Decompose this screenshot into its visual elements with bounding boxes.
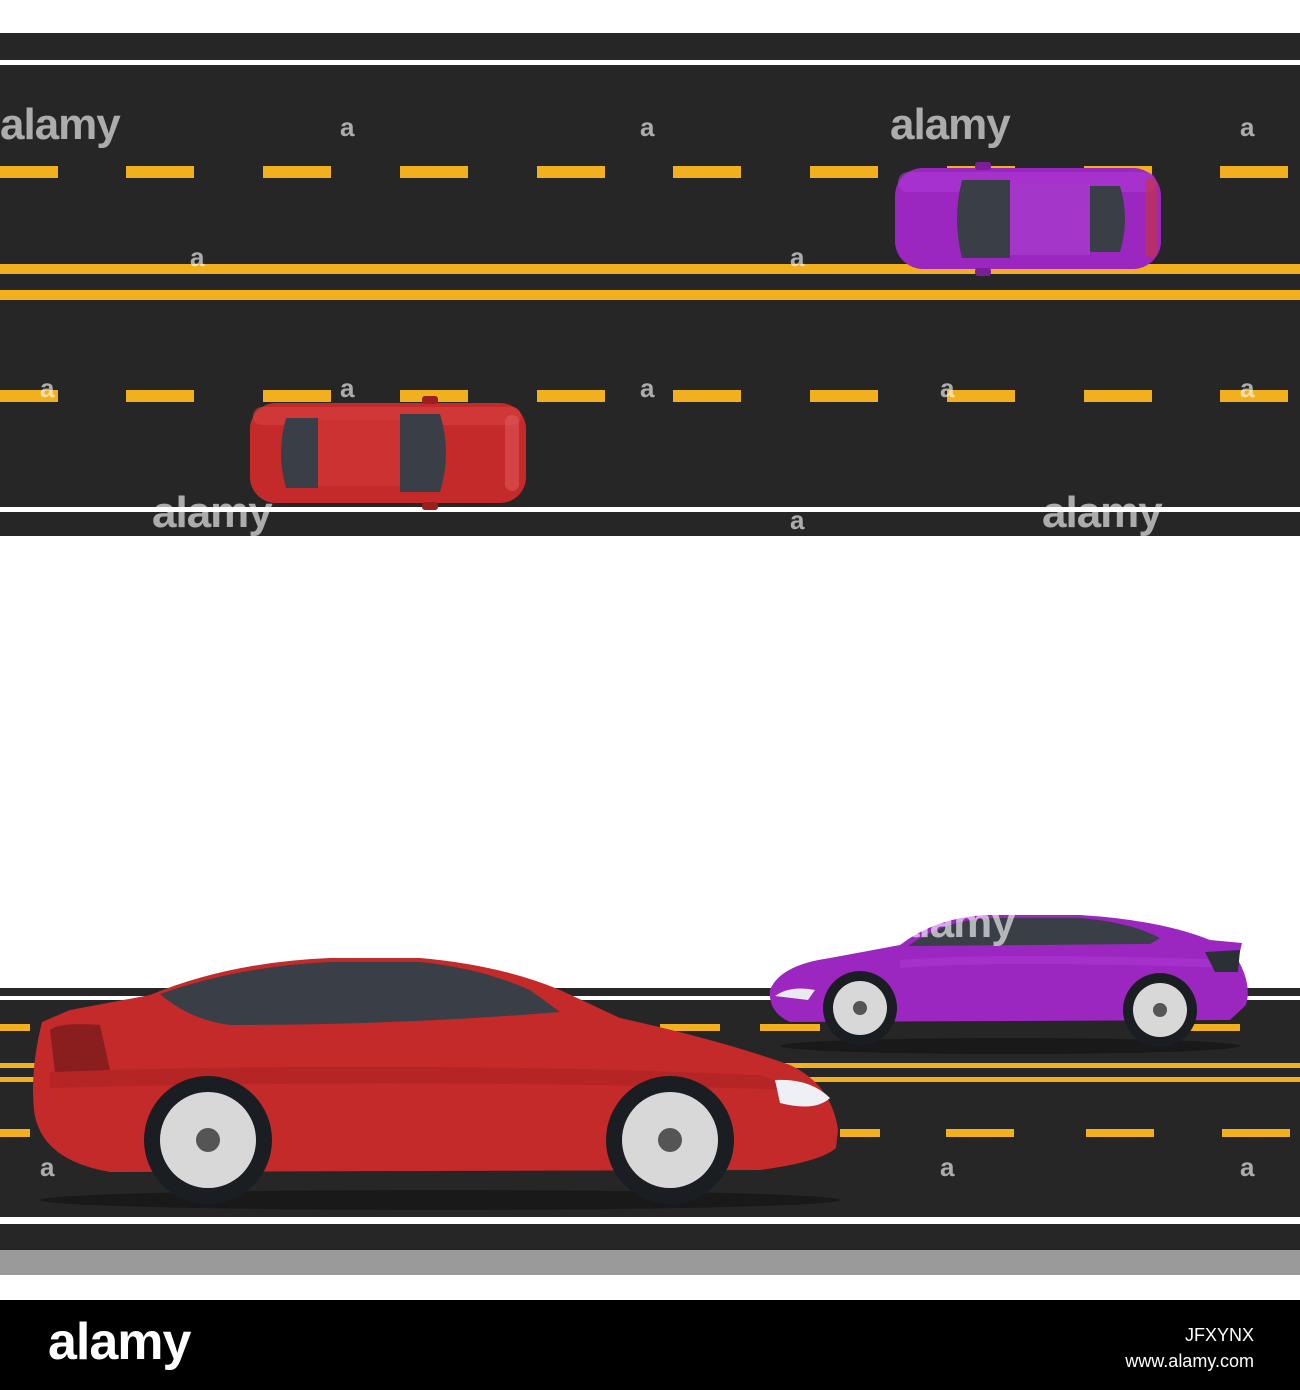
- watermark-mark: a: [640, 373, 655, 403]
- lane-dashes-lower: [0, 390, 1288, 402]
- scene: [0, 33, 1300, 1275]
- purple-car-top-view: [895, 162, 1161, 276]
- edge-line-top: [0, 60, 1300, 65]
- watermark: alamy: [0, 100, 121, 149]
- lane-dashes-near: [0, 1129, 1290, 1137]
- side-view-highway: [0, 915, 1300, 1275]
- edge-line-far: [0, 996, 1300, 1000]
- center-line-upper: [0, 264, 1300, 274]
- red-car-side-view: [33, 958, 840, 1210]
- watermark-mark: a: [940, 1152, 955, 1182]
- watermark-mark: a: [790, 505, 805, 535]
- curb: [0, 1250, 1300, 1275]
- image-id: JFXYNX: [1184, 1325, 1254, 1345]
- watermark: alamy: [890, 100, 1011, 149]
- purple-car-side-view: [769, 915, 1248, 1054]
- watermark-mark: a: [40, 373, 55, 403]
- watermark-mark: a: [1240, 112, 1255, 142]
- edge-line-bottom: [0, 507, 1300, 512]
- watermark-mark: a: [340, 112, 355, 142]
- watermark-mark: a: [940, 373, 955, 403]
- watermark-mark: a: [640, 112, 655, 142]
- footer-bar: alamy JFXYNX www.alamy.com: [0, 1300, 1300, 1390]
- watermark: alamy: [895, 898, 1016, 947]
- watermark-mark: a: [790, 242, 805, 272]
- watermark-mark: a: [340, 373, 355, 403]
- site-url: www.alamy.com: [1125, 1351, 1254, 1371]
- footer-info: JFXYNX www.alamy.com: [1125, 1322, 1254, 1374]
- watermark-mark: a: [1240, 1152, 1255, 1182]
- top-view-highway: [0, 33, 1300, 536]
- edge-line-near: [0, 1217, 1300, 1224]
- footer-logo: alamy: [48, 1313, 191, 1371]
- watermark-mark: a: [40, 1152, 55, 1182]
- road-asphalt: [0, 33, 1300, 536]
- red-car-top-view: [250, 396, 526, 510]
- watermark-mark: a: [190, 242, 205, 272]
- watermark: alamy: [1042, 488, 1163, 537]
- watermark: alamy: [152, 488, 273, 537]
- watermark-mark: a: [1240, 373, 1255, 403]
- center-line-lower: [0, 290, 1300, 300]
